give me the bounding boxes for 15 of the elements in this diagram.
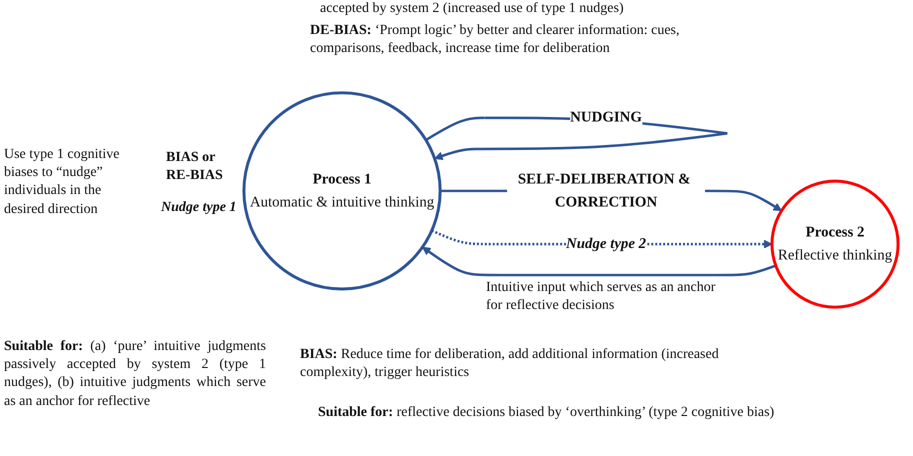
annotation-text: Nudge type 1 [161,199,236,217]
annotation-text: BIAS or RE-BIAS [166,149,224,186]
annotation-text: Suitable for: reflective decisions biased by ‘overthinking’ (type 2 cognitive bias) [318,404,774,422]
annotation-text: DE-BIAS: ‘Prompt logic’ by better and clearer information: cues, comparisons, feedback, increase time for deliberation [310,22,680,58]
annotation-text: BIAS: Reduce time for deliberation, add additional information (increased complexity), trigger heuristics [300,346,720,382]
process-circle: Process 1 Automatic & intuitive thinking [242,91,442,291]
process-circle: Process 2 Reflective thinking [770,180,900,309]
annotation-text: Intuitive input which serves as an anchor for reflective decisions [486,279,716,316]
edge-label: Nudge type 2 [566,236,646,252]
edge-label: SELF-DELIBERATION & CORRECTION [518,172,690,210]
annotation-text: accepted by system 2 (increased use of type 1 nudges) [320,0,624,18]
annotation-text: Use type 1 cognitive biases to “nudge” individuals in the desired direction [4,146,120,219]
edge-label: NUDGING [570,110,642,126]
arrow [422,246,776,276]
annotation-text: Suitable for: (a) ‘pure’ intuitive judgments passively accepted by system 2 (type 1 nudges), (b) intuitive judgments which serve as an anchor for reflective [4,338,266,411]
